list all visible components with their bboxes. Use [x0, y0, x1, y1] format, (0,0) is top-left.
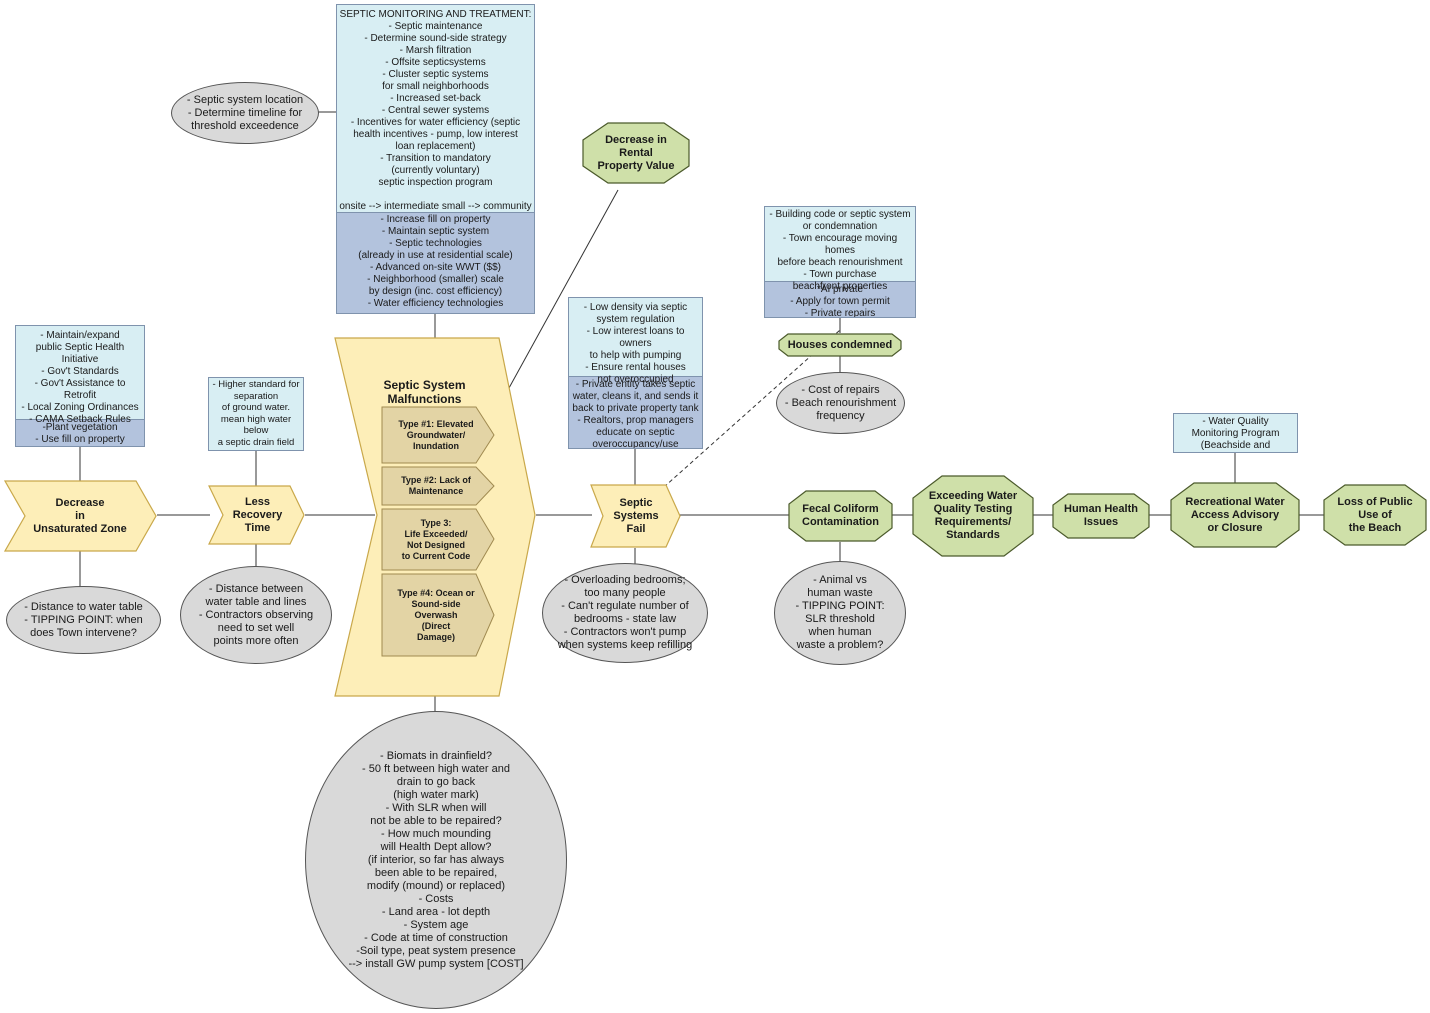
distance-lines-ellipse: - Distance between water table and lines… [180, 566, 332, 664]
distance-water-table-ellipse: - Distance to water table - TIPPING POIN… [6, 586, 161, 654]
type3-shape [381, 508, 495, 571]
rental-value-octagon [582, 122, 690, 184]
cost-of-repairs-ellipse: - Cost of repairs - Beach renourishment … [776, 372, 905, 434]
water-quality-list: - Water Quality Monitoring Program (Beac… [1191, 416, 1280, 451]
chevron-shape [4, 480, 157, 552]
low-density-list: - Low density via septic system regulati… [569, 298, 702, 385]
octagon-shape [912, 475, 1034, 557]
human-health-octagon [1052, 493, 1150, 539]
building-code-secondary-list: *AI private - Apply for town permit - Pr… [765, 281, 915, 317]
node-houses-condemned: Houses condemned [787, 338, 893, 351]
octagon-shape [788, 490, 893, 542]
type4-shape [381, 573, 495, 657]
node-type-2: Type #2: Lack of Maintenance [401, 475, 471, 496]
septic-location-ellipse: - Septic system location - Determine tim… [171, 82, 319, 144]
node-less-recovery-time: Less Recovery Time [232, 495, 283, 534]
octagon-shape [1323, 484, 1427, 546]
octagon-shape [1052, 493, 1150, 539]
septic-malfunctions-shape [334, 337, 536, 697]
octagon-shape [1170, 482, 1300, 548]
octagon-shape [582, 122, 690, 184]
septic-health-list: - Maintain/expand public Septic Health I… [16, 326, 144, 425]
low-density-secondary-list: - Private entity takes septic water, cle… [569, 376, 702, 448]
septic-monitoring-list: SEPTIC MONITORING AND TREATMENT: - Septi… [337, 5, 534, 212]
type2-shape [381, 466, 495, 506]
higher-standard-list: - Higher standard for separation of grou… [212, 379, 300, 448]
node-exceeding-water-quality: Exceeding Water Quality Testing Requirem… [928, 490, 1018, 541]
overloading-bedrooms-ellipse: - Overloading bedrooms; too many people … [542, 563, 708, 663]
node-septic-systems-fail: Septic Systems Fail [613, 496, 659, 535]
node-decrease-rental-value: Decrease in Rental Property Value [597, 133, 675, 172]
node-type-1: Type #1: Elevated Groundwater/ Inundatio… [398, 418, 474, 451]
low-density-box: - Low density via septic system regulati… [568, 297, 703, 449]
septic-health-box: - Maintain/expand public Septic Health I… [15, 325, 145, 447]
node-type-3: Type 3: Life Exceeded/ Not Designed to C… [401, 517, 471, 561]
fecal-coliform-octagon [788, 490, 893, 542]
septic-fail-chevron [590, 484, 681, 548]
node-type-4: Type #4: Ocean or Sound-side Overwash (D… [397, 587, 475, 642]
less-recovery-chevron [208, 485, 305, 545]
octagon-shape [778, 333, 902, 357]
loss-beach-octagon [1323, 484, 1427, 546]
higher-standard-box: - Higher standard for separation of grou… [208, 377, 304, 451]
houses-condemned-octagon [778, 333, 902, 357]
septic-monitoring-box: SEPTIC MONITORING AND TREATMENT: - Septi… [336, 4, 535, 314]
node-recreational-water-access: Recreational Water Access Advisory or Cl… [1185, 495, 1285, 534]
building-code-list: - Building code or septic system or cond… [765, 207, 915, 292]
exceeding-water-octagon [912, 475, 1034, 557]
recreational-water-octagon [1170, 482, 1300, 548]
node-fecal-coliform: Fecal Coliform Contamination [802, 503, 879, 528]
node-decrease-unsaturated-zone: Decrease in Unsaturated Zone [33, 496, 127, 535]
chevron-shape [208, 485, 305, 545]
node-loss-of-public-beach: Loss of Public Use of the Beach [1337, 495, 1413, 534]
septic-health-secondary-list: -Plant vegetation - Use fill on property [16, 419, 144, 446]
animal-waste-ellipse: - Animal vs human waste - TIPPING POINT:… [774, 561, 906, 665]
septic-monitoring-secondary-list: - Increase fill on property - Maintain s… [337, 212, 534, 313]
chevron-shape [590, 484, 681, 548]
decrease-unsaturated-chevron [4, 480, 157, 552]
type1-shape [381, 406, 495, 464]
node-septic-system-malfunctions: Septic System Malfunctions [383, 378, 466, 406]
building-code-box: - Building code or septic system or cond… [764, 206, 916, 318]
biomats-ellipse: - Biomats in drainfield? - 50 ft between… [305, 711, 567, 1009]
node-human-health-issues: Human Health Issues [1064, 503, 1138, 528]
water-quality-box: - Water Quality Monitoring Program (Beac… [1173, 413, 1298, 453]
